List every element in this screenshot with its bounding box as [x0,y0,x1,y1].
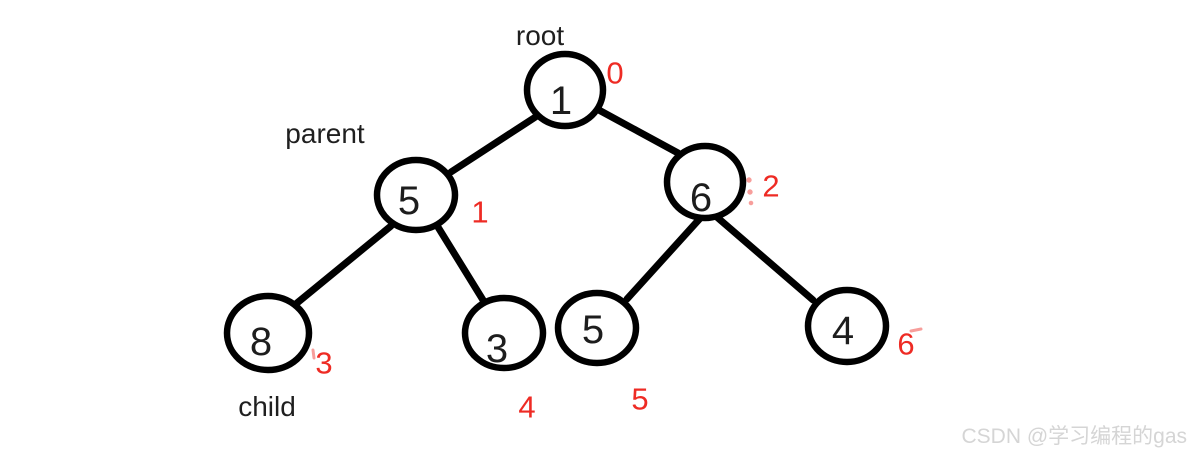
label-child: child [238,391,296,422]
node-circle-parent [373,156,459,234]
node-circle-6 [663,142,747,222]
node-value-2: 6 [689,176,713,220]
index-label-0: 0 [606,55,624,91]
label-root: root [515,20,565,51]
node-value-3: 8 [249,320,273,364]
edge-node5-to-node8 [293,222,395,307]
node-circle-root [523,50,607,130]
label-parent: parent [285,118,365,149]
edge-node6-to-node4 [707,208,817,304]
node-circle-5 [554,289,640,367]
index-label-1: 1 [471,194,489,230]
edge-root-to-left-child [447,112,541,176]
edge-root-to-right-child [593,105,682,157]
node-value-root: 1 [549,79,573,123]
index-label-3: 3 [315,345,333,381]
stray-pen-marks [311,177,923,360]
edge-node5-to-node3 [429,215,487,304]
index-label-2: 2 [762,168,780,204]
node-value-6: 4 [831,309,855,353]
index-label-6: 6 [897,326,915,362]
node-circle-3 [461,294,547,372]
node-circle-4 [804,286,890,366]
index-label-4: 4 [518,389,536,425]
node-value-4: 3 [485,327,509,371]
node-circle-8 [223,292,313,374]
node-value-1: 5 [397,179,421,223]
node-value-5: 5 [581,308,605,352]
watermark-text: CSDN @学习编程的gas [961,425,1187,448]
index-label-5: 5 [631,381,649,417]
edge-node6-to-node5 [623,210,708,303]
